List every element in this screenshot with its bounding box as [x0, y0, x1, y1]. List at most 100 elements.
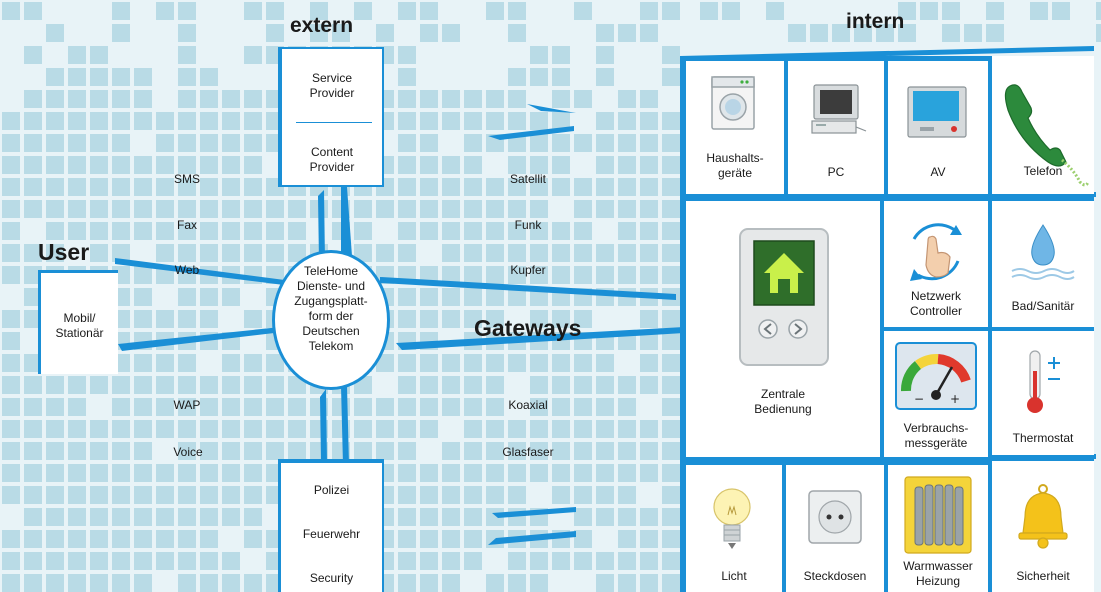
grid-square: [618, 376, 636, 394]
grid-square: [508, 420, 526, 438]
grid-square: [398, 486, 416, 504]
grid-square: [552, 46, 570, 64]
grid-square: [442, 442, 460, 460]
grid-square: [420, 574, 438, 592]
grid-square: [244, 200, 262, 218]
grid-square: [618, 508, 636, 526]
grid-square: [574, 90, 592, 108]
grid-square: [662, 112, 680, 130]
grid-square: [2, 156, 20, 174]
grid-square: [640, 222, 658, 240]
grid-square: [266, 2, 284, 20]
grid-square: [244, 90, 262, 108]
grid-square: [134, 310, 152, 328]
grid-square: [310, 24, 328, 42]
grid-square: [398, 376, 416, 394]
grid-square: [618, 420, 636, 438]
grid-square: [640, 354, 658, 372]
grid-square: [222, 112, 240, 130]
grid-square: [200, 508, 218, 526]
heading-intern: intern: [846, 10, 905, 33]
grid-square: [442, 24, 460, 42]
grid-square: [156, 486, 174, 504]
grid-square: [112, 112, 130, 130]
grid-square: [596, 442, 614, 460]
grid-square: [442, 464, 460, 482]
grid-square: [662, 376, 680, 394]
grid-square: [398, 46, 416, 64]
grid-square: [640, 244, 658, 262]
grid-square: [266, 398, 284, 416]
grid-square: [596, 24, 614, 42]
grid-square: [420, 134, 438, 152]
grid-square: [200, 420, 218, 438]
grid-square: [376, 398, 394, 416]
grid-square: [508, 464, 526, 482]
grid-square: [486, 508, 504, 526]
grid-square: [464, 376, 482, 394]
grid-square: [618, 464, 636, 482]
grid-square: [68, 178, 86, 196]
content-provider-label: Content Provider: [309, 145, 355, 174]
grid-square: [266, 244, 284, 262]
grid-square: [640, 552, 658, 570]
grid-square: [24, 420, 42, 438]
grid-square: [596, 200, 614, 218]
tile-warmwasser-label: Warmwasser Heizung: [903, 559, 973, 588]
grid-square: [398, 354, 416, 372]
grid-square: [596, 398, 614, 416]
grid-square: [442, 178, 460, 196]
grid-square: [178, 486, 196, 504]
heading-gateways: Gateways: [474, 315, 582, 341]
grid-square: [574, 442, 592, 460]
grid-square: [200, 486, 218, 504]
grid-square: [134, 200, 152, 218]
grid-square: [46, 222, 64, 240]
grid-square: [530, 552, 548, 570]
grid-square: [552, 68, 570, 86]
grid-square: [530, 376, 548, 394]
grid-square: [332, 442, 350, 460]
grid-square: [530, 288, 548, 306]
grid-square: [596, 266, 614, 284]
grid-square: [596, 332, 614, 350]
grid-square: [552, 222, 570, 240]
grid-square: [1096, 24, 1101, 42]
grid-square: [156, 178, 174, 196]
security-label: Security: [309, 571, 354, 585]
grid-square: [464, 156, 482, 174]
grid-square: [596, 420, 614, 438]
grid-square: [90, 134, 108, 152]
control-panel-icon: [739, 228, 829, 366]
grid-square: [266, 442, 284, 460]
channel-glasfaser: Glasfaser: [502, 445, 554, 459]
grid-square: [90, 442, 108, 460]
grid-square: [2, 332, 20, 350]
extern-bottom-box: Polizei Feuerwehr Security: [278, 459, 384, 592]
grid-square: [178, 156, 196, 174]
grid-square: [574, 266, 592, 284]
tile-telefon-label: Telefon: [1023, 164, 1063, 178]
grid-square: [508, 288, 526, 306]
tile-haushalt-label: Haushalts- geräte: [706, 151, 764, 180]
tile-pc-label: PC: [827, 165, 845, 179]
grid-square: [464, 178, 482, 196]
grid-square: [24, 200, 42, 218]
grid-square: [442, 112, 460, 130]
grid-square: [134, 68, 152, 86]
grid-square: [244, 244, 262, 262]
grid-square: [178, 134, 196, 152]
grid-square: [552, 244, 570, 262]
grid-square: [178, 420, 196, 438]
grid-square: [640, 134, 658, 152]
grid-square: [112, 24, 130, 42]
grid-square: [420, 332, 438, 350]
grid-square: [662, 222, 680, 240]
grid-square: [200, 222, 218, 240]
grid-square: [640, 332, 658, 350]
grid-square: [354, 222, 372, 240]
grid-square: [46, 112, 64, 130]
grid-square: [508, 222, 526, 240]
grid-square: [354, 2, 372, 20]
grid-square: [618, 486, 636, 504]
